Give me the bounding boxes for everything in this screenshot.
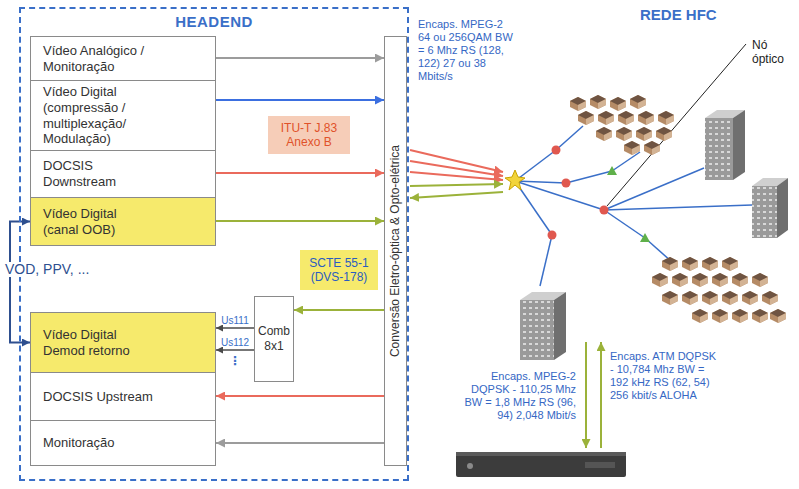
signal-spec: Encaps. ATM DQPSK - 10,784 Mhz BW = 192 … — [610, 350, 722, 402]
box-text: ITU-T J.83 Anexo B — [272, 121, 346, 150]
callout-label: Nó óptico — [752, 38, 796, 66]
connector-label: Us112 — [220, 337, 250, 348]
signal-connector — [216, 57, 384, 59]
signal-connector — [294, 309, 384, 311]
building — [752, 178, 788, 238]
signal-connector — [216, 172, 384, 174]
frame-title: HEADEND — [20, 13, 408, 30]
optical-hub — [505, 170, 525, 190]
leader-line — [607, 44, 746, 206]
signal-arrow — [410, 172, 503, 180]
converter-box: Conversão Eletro-óptica & Opto-elétrica — [384, 36, 407, 466]
signal-connector — [216, 220, 384, 222]
connector-label: VOD, PPV, ... — [4, 262, 90, 277]
process-box: Vídeo Digital (compressão / multiplexaçã… — [30, 80, 216, 151]
set-top-box — [456, 452, 626, 477]
process-box: Vídeo Digital (canal OOB) — [30, 197, 216, 246]
building — [705, 110, 745, 180]
box-text: Vídeo Digital Demod retorno — [43, 327, 155, 358]
signal-connector — [216, 395, 384, 397]
box-text: Vídeo Analógico / Monitoração — [43, 43, 155, 74]
oob-arrows — [586, 342, 601, 448]
signal-arrow — [410, 192, 503, 198]
process-box: DOCSIS Upstream — [30, 372, 216, 421]
building — [520, 292, 566, 360]
downstream-arrows — [410, 150, 503, 198]
box-text: Vídeo Digital (canal OOB) — [43, 206, 155, 237]
box-text: DOCSIS Downstream — [43, 158, 155, 189]
box-text: Monitoração — [43, 435, 115, 451]
box-text: Comb 8x1 — [257, 324, 291, 354]
box-text: SCTE 55-1 (DVS-178) — [304, 256, 374, 285]
box-text: DOCSIS Upstream — [43, 389, 153, 405]
combiner-box: Comb 8x1 — [254, 296, 294, 382]
connector-label: Us111 — [220, 315, 249, 326]
standard-tag: SCTE 55-1 (DVS-178) — [300, 250, 378, 290]
signal-spec: Encaps. MPEG-2 64 ou 256QAM BW = 6 Mhz R… — [418, 18, 514, 83]
region-title: REDE HFC — [640, 6, 760, 24]
house-cluster — [570, 95, 674, 155]
signal-spec: Encaps. MPEG-2 DQPSK - 110,25 Mhz BW = 1… — [458, 370, 576, 422]
box-text: Conversão Eletro-óptica & Opto-elétrica — [389, 145, 403, 357]
process-box: DOCSIS Downstream — [30, 150, 216, 198]
process-box: Vídeo Analógico / Monitoração — [30, 36, 216, 81]
network-dots — [548, 146, 651, 243]
signal-connector — [216, 327, 254, 329]
process-box: Vídeo Digital Demod retorno — [30, 312, 216, 373]
signal-connector — [216, 349, 254, 351]
process-box: Monitoração — [30, 420, 216, 466]
house-cluster — [652, 257, 786, 323]
standard-tag: ITU-T J.83 Anexo B — [268, 116, 350, 154]
headend-frame: HEADEND Vídeo Analógico / MonitoraçãoVíde… — [20, 8, 408, 480]
signal-connector — [216, 99, 384, 101]
box-text: Vídeo Digital (compressão / multiplexaçã… — [43, 84, 155, 146]
signal-connector — [216, 442, 384, 444]
ellipsis-mark: ⋮ — [229, 354, 241, 368]
signal-arrow — [410, 184, 503, 186]
signal-connector — [10, 222, 30, 343]
